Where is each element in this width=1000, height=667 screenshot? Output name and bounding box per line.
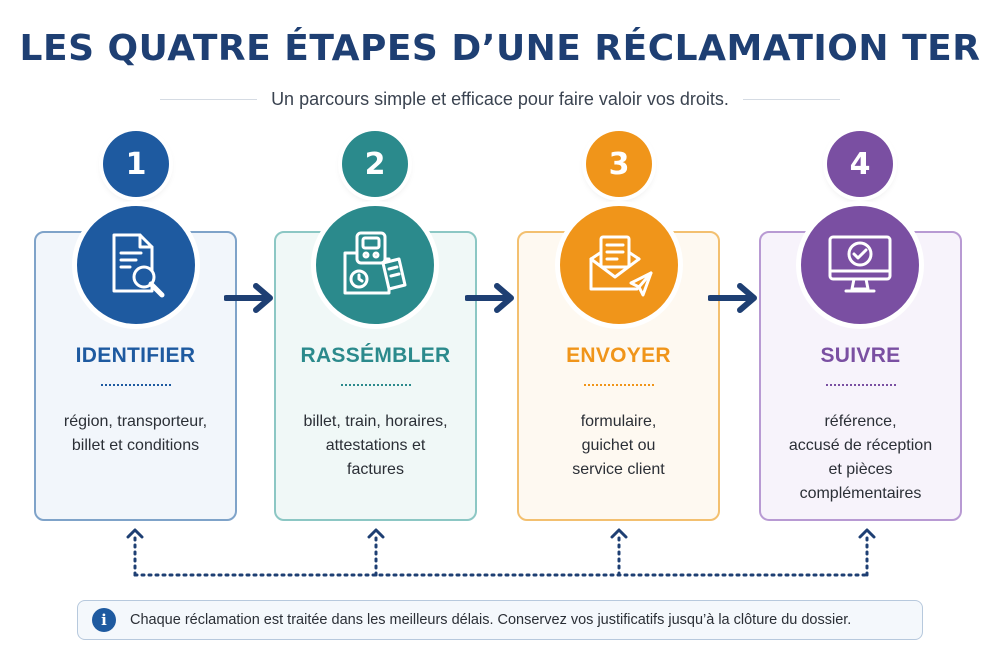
step-desc-rassembler: billet, train, horaires, attestations et… xyxy=(274,410,477,482)
step-desc-line: factures xyxy=(347,461,404,478)
subtitle-rule-left xyxy=(160,98,258,100)
step-divider-2 xyxy=(341,384,411,386)
step-desc-suivre: référence, accusé de réception et pièces… xyxy=(759,410,962,506)
step-desc-line: guichet ou xyxy=(581,437,656,454)
subtitle-row: Un parcours simple et efficace pour fair… xyxy=(160,86,840,112)
step-desc-line: accusé de réception xyxy=(788,437,933,454)
step-desc-line: service client xyxy=(572,461,665,478)
step-divider-3 xyxy=(584,384,654,386)
step-number-badge-3: 3 xyxy=(586,131,652,197)
info-icon: i xyxy=(92,608,116,632)
monitor-check-icon xyxy=(801,206,919,324)
subtitle: Un parcours simple et efficace pour fair… xyxy=(271,88,729,109)
step-desc-line: attestations et xyxy=(325,437,426,454)
step-number-badge-4: 4 xyxy=(827,131,893,197)
step-divider-1 xyxy=(101,384,171,386)
folder-ticket-icon xyxy=(316,206,434,324)
arrow-right-icon xyxy=(224,283,273,313)
step-desc-line: région, transporteur, xyxy=(63,413,208,430)
step-title-identifier: IDENTIFIER xyxy=(75,344,196,367)
feedback-loop-connector xyxy=(126,528,876,577)
step-desc-line: billet, train, horaires, xyxy=(303,413,448,430)
subtitle-rule-right xyxy=(742,98,840,100)
step-desc-line: complémentaires xyxy=(799,485,922,502)
step-number-badge-1: 1 xyxy=(103,131,169,197)
document-search-icon xyxy=(77,206,195,324)
step-desc-identifier: région, transporteur, billet et conditio… xyxy=(34,410,237,458)
info-banner: i Chaque réclamation est traitée dans le… xyxy=(77,600,923,640)
step-divider-4 xyxy=(826,384,896,386)
step-title-suivre: SUIVRE xyxy=(820,344,901,367)
step-title-envoyer: ENVOYER xyxy=(566,344,671,367)
arrow-right-icon xyxy=(708,283,757,313)
arrow-right-icon xyxy=(465,283,514,313)
step-title-rassembler: RASSÉMBLER xyxy=(300,344,451,367)
step-desc-line: billet et conditions xyxy=(71,437,200,454)
step-desc-envoyer: formulaire, guichet ou service client xyxy=(517,410,720,482)
step-desc-line: formulaire, xyxy=(580,413,657,430)
page-title: LES QUATRE ÉTAPES D’UNE RÉCLAMATION TER xyxy=(19,28,981,69)
info-text: Chaque réclamation est traitée dans les … xyxy=(130,612,852,628)
step-desc-line: référence, xyxy=(824,413,897,430)
envelope-send-icon xyxy=(560,206,678,324)
step-number-badge-2: 2 xyxy=(342,131,408,197)
step-desc-line: et pièces xyxy=(828,461,893,478)
